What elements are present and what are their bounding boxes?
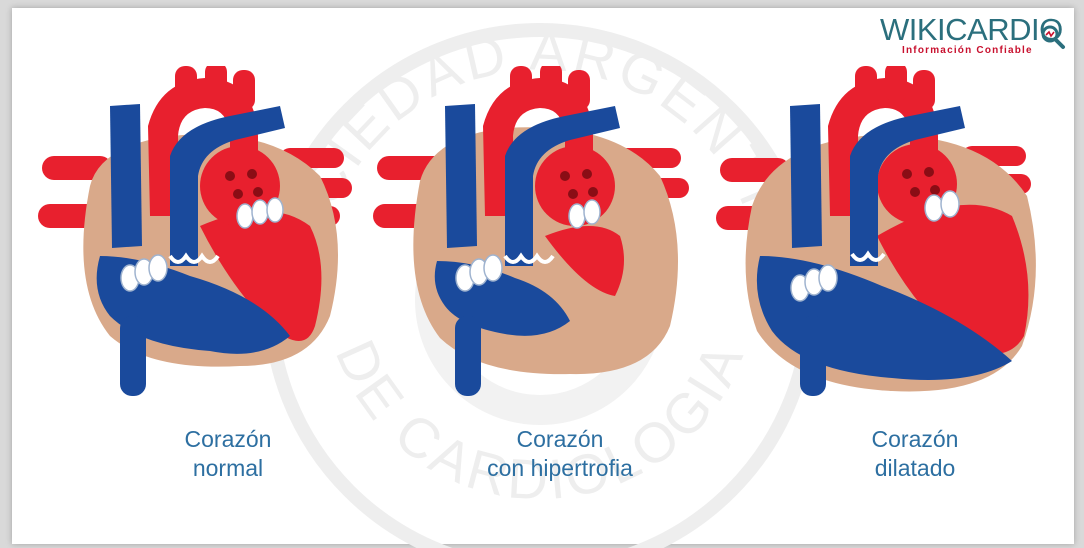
heart-hypertrophy-illustration	[365, 66, 695, 406]
caption-hypertrophy-line2: con hipertrofia	[430, 454, 690, 483]
magnifier-icon	[1040, 24, 1066, 50]
caption-dilated: Corazón dilatado	[785, 425, 1045, 483]
vena-cava-superior	[110, 104, 142, 248]
caption-normal: Corazón normal	[98, 425, 358, 483]
caption-hypertrophy: Corazón con hipertrofia	[430, 425, 690, 483]
caption-hypertrophy-line1: Corazón	[430, 425, 690, 454]
caption-normal-line1: Corazón	[98, 425, 358, 454]
caption-normal-line2: normal	[98, 454, 358, 483]
logo-subtitle: Información Confiable	[902, 45, 1033, 56]
vena-cava-inferior	[120, 316, 146, 396]
caption-dilated-line1: Corazón	[785, 425, 1045, 454]
heart-dilated-illustration	[712, 66, 1042, 406]
caption-dilated-line2: dilatado	[785, 454, 1045, 483]
logo-title: WIKICARDIO	[880, 14, 1063, 46]
wikicardio-logo: WIKICARDIO Información Confiable	[880, 14, 1070, 54]
heart-normal-illustration	[30, 66, 360, 406]
